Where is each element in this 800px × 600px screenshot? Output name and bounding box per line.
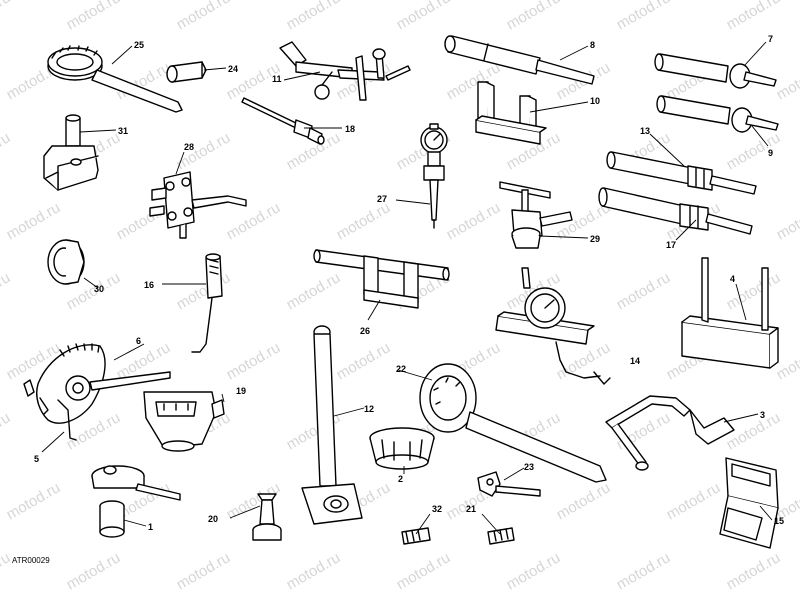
callout-15: 15 [774, 516, 784, 526]
tool-26-bridge [313, 249, 450, 309]
callout-20: 20 [208, 514, 218, 524]
callout-28: 28 [184, 142, 194, 152]
callout-8: 8 [590, 40, 595, 50]
callout-24: 24 [228, 64, 238, 74]
reference-code: ATR00029 [12, 556, 50, 565]
callout-1: 1 [148, 522, 153, 532]
tool-20-stand [252, 493, 282, 541]
tool-12-socket-handle [301, 325, 363, 525]
tool-24-sleeve [166, 61, 207, 83]
tool-18-rod [241, 97, 325, 145]
tool-30-ring [47, 239, 85, 285]
tool-31-puller [43, 114, 99, 191]
tool-28-gear-puller [149, 171, 247, 239]
tool-3-crank [605, 395, 735, 471]
tool-10-frame [475, 81, 547, 145]
callout-layer: 1234567891011121314151617181920212223242… [34, 34, 784, 532]
tool-6-timing-disc [23, 343, 171, 441]
callout-7: 7 [768, 34, 773, 44]
callout-14: 14 [630, 356, 640, 366]
callout-4: 4 [730, 274, 735, 284]
tool-9-stepped-pin [656, 95, 779, 133]
tool-25-ring-spanner [47, 45, 183, 113]
tool-4-block [681, 257, 779, 369]
callout-18: 18 [345, 124, 355, 134]
tool-8-drift [444, 35, 595, 85]
tool-27-dial-indicator [420, 123, 448, 229]
callout-23: 23 [524, 462, 534, 472]
tool-21-stud [487, 527, 515, 545]
tool-15-tester [719, 457, 779, 549]
callout-29: 29 [590, 234, 600, 244]
tool-19-gauge-holder [143, 391, 225, 452]
callout-9: 9 [768, 148, 773, 158]
tool-11-cam-holder [279, 41, 411, 101]
callout-30: 30 [94, 284, 104, 294]
callout-31: 31 [118, 126, 128, 136]
callout-19: 19 [236, 386, 246, 396]
callout-21: 21 [466, 504, 476, 514]
callout-6: 6 [136, 336, 141, 346]
callout-16: 16 [144, 280, 154, 290]
tool-23-clamp [477, 471, 541, 497]
callout-5: 5 [34, 454, 39, 464]
tool-16-hook [191, 253, 223, 353]
callout-32: 32 [432, 504, 442, 514]
callout-27: 27 [377, 194, 387, 204]
callout-10: 10 [590, 96, 600, 106]
tool-1-wrench [91, 465, 181, 538]
callout-22: 22 [396, 364, 406, 374]
callout-3: 3 [760, 410, 765, 420]
callout-26: 26 [360, 326, 370, 336]
callout-11: 11 [272, 74, 282, 84]
tool-13-installer [606, 151, 757, 195]
tool-29-puller [499, 181, 573, 249]
callout-2: 2 [398, 474, 403, 484]
callout-13: 13 [640, 126, 650, 136]
tool-17-installer [598, 187, 753, 235]
tool-22-ring-spanner [419, 363, 607, 483]
leader-lines [41, 41, 773, 535]
callout-25: 25 [134, 40, 144, 50]
tool-7-stepped-pin [654, 53, 777, 89]
callout-17: 17 [666, 240, 676, 250]
tool-14-dial-gauge [495, 267, 611, 385]
callout-12: 12 [364, 404, 374, 414]
tool-2-cup-socket [369, 427, 435, 470]
